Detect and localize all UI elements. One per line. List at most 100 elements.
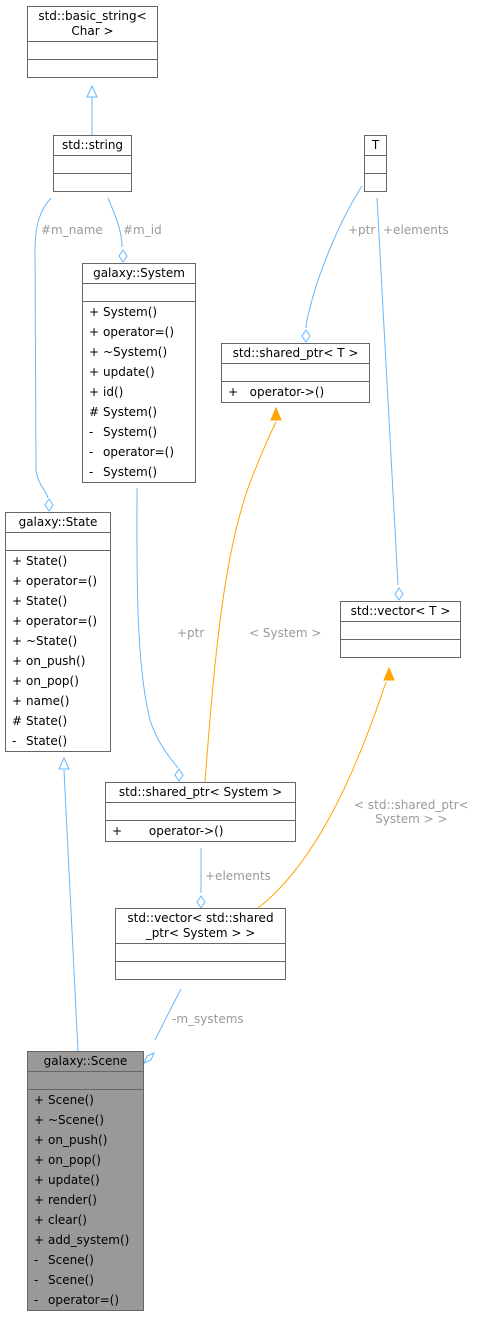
class-template-param-t: T: [364, 135, 387, 192]
visibility-marker: -: [34, 1273, 39, 1287]
visibility-marker: +: [34, 1093, 45, 1107]
edge-state-m-name: [34, 197, 52, 499]
method-name: System(): [103, 305, 158, 319]
aggregation-diamond: [174, 768, 184, 782]
method-row: -State(): [6, 731, 110, 751]
attributes-section: [222, 364, 369, 382]
method-row: +clear(): [28, 1210, 143, 1230]
method-name: State(): [26, 554, 68, 568]
aggregation-diamond: [394, 587, 404, 601]
edge-template-vector: [257, 681, 387, 909]
method-name: ~State(): [26, 634, 78, 648]
class-title: std::shared_ptr< System >: [106, 783, 295, 803]
visibility-marker: -: [34, 1293, 39, 1307]
methods-section: +Scene()+~Scene()+on_push()+on_pop()+upd…: [28, 1090, 143, 1310]
class-title: std::shared_ptr< T >: [222, 344, 369, 364]
method-name: on_pop(): [26, 674, 79, 688]
methods-section: +State()+operator=()+State()+operator=()…: [6, 551, 110, 751]
method-row: +State(): [6, 551, 110, 571]
method-row: +update(): [83, 362, 195, 382]
method-name: System(): [103, 405, 158, 419]
visibility-marker: +: [12, 674, 23, 688]
method-name: on_push(): [48, 1133, 108, 1147]
visibility-marker: +: [12, 694, 23, 708]
methods-section: +System()+operator=()+~System()+update()…: [83, 302, 195, 482]
method-row: +render(): [28, 1190, 143, 1210]
edge-label-system-template: < System >: [249, 626, 322, 640]
methods-section: [54, 174, 131, 191]
visibility-marker: +: [34, 1133, 45, 1147]
method-row: +on_pop(): [6, 671, 110, 691]
inheritance-arrow: [86, 84, 98, 98]
edge-scene-m-systems: [154, 988, 182, 1041]
method-name: update(): [103, 365, 155, 379]
attributes-section: [28, 1072, 143, 1090]
class-title: std::string: [54, 136, 131, 156]
class-galaxy-scene: galaxy::Scene +Scene()+~Scene()+on_push(…: [27, 1051, 144, 1311]
method-name: operator=(): [26, 614, 98, 628]
visibility-marker: +: [89, 325, 100, 339]
method-name: ~System(): [103, 345, 168, 359]
method-row: +operator=(): [83, 322, 195, 342]
class-galaxy-system: galaxy::System +System()+operator=()+~Sy…: [82, 263, 196, 483]
method-row: +on_pop(): [28, 1150, 143, 1170]
method-name: operator=(): [26, 574, 98, 588]
class-title: std::vector< T >: [341, 602, 460, 622]
aggregation-diamond: [143, 1052, 155, 1064]
visibility-marker: +: [228, 385, 239, 399]
method-name: State(): [26, 714, 68, 728]
method-row: -System(): [83, 422, 195, 442]
class-title: galaxy::Scene: [28, 1052, 143, 1072]
visibility-marker: +: [12, 554, 23, 568]
method-row: +on_push(): [28, 1130, 143, 1150]
edge-shared-system: [136, 487, 179, 769]
method-row: -Scene(): [28, 1250, 143, 1270]
edge-label-ptr-t: +ptr: [348, 223, 376, 237]
method-name: id(): [103, 385, 124, 399]
method-row: -Scene(): [28, 1270, 143, 1290]
class-title: std::basic_string< Char >: [28, 7, 157, 42]
visibility-marker: +: [12, 634, 23, 648]
attributes-section: [341, 622, 460, 640]
method-row: +operator=(): [6, 611, 110, 631]
attributes-section: [83, 284, 195, 302]
class-title: std::vector< std::shared _ptr< System > …: [116, 909, 285, 944]
method-name: name(): [26, 694, 70, 708]
visibility-marker: -: [89, 425, 94, 439]
method-name: State(): [26, 594, 68, 608]
method-name: Scene(): [48, 1253, 94, 1267]
method-row: -System(): [83, 462, 195, 482]
visibility-marker: +: [12, 654, 23, 668]
method-name: on_push(): [26, 654, 86, 668]
method-row: +System(): [83, 302, 195, 322]
visibility-marker: +: [34, 1193, 45, 1207]
class-std-vector-t: std::vector< T >: [340, 601, 461, 658]
visibility-marker: +: [89, 345, 100, 359]
class-std-shared-ptr-system: std::shared_ptr< System > + operator->(): [105, 782, 296, 842]
visibility-marker: -: [12, 734, 17, 748]
edge-label-elements-system: +elements: [205, 869, 271, 883]
edge-label-ptr-system: +ptr: [177, 626, 205, 640]
method-row: +name(): [6, 691, 110, 711]
attributes-section: [365, 156, 386, 174]
method-name: System(): [103, 465, 158, 479]
method-name: State(): [26, 734, 68, 748]
visibility-marker: -: [34, 1253, 39, 1267]
visibility-marker: -: [89, 465, 94, 479]
methods-section: + operator->(): [222, 382, 369, 402]
visibility-marker: +: [89, 305, 100, 319]
method-name: Scene(): [48, 1273, 94, 1287]
method-name: operator=(): [48, 1293, 120, 1307]
aggregation-diamond: [118, 249, 128, 263]
attributes-section: [28, 42, 157, 60]
visibility-marker: +: [34, 1173, 45, 1187]
edge-system-m-id: [107, 197, 123, 248]
visibility-marker: +: [89, 365, 100, 379]
method-row: +Scene(): [28, 1090, 143, 1110]
method-name: ~Scene(): [48, 1113, 105, 1127]
class-std-basic-string: std::basic_string< Char >: [27, 6, 158, 78]
methods-section: [116, 962, 285, 979]
class-std-shared-ptr-t: std::shared_ptr< T > + operator->(): [221, 343, 370, 403]
